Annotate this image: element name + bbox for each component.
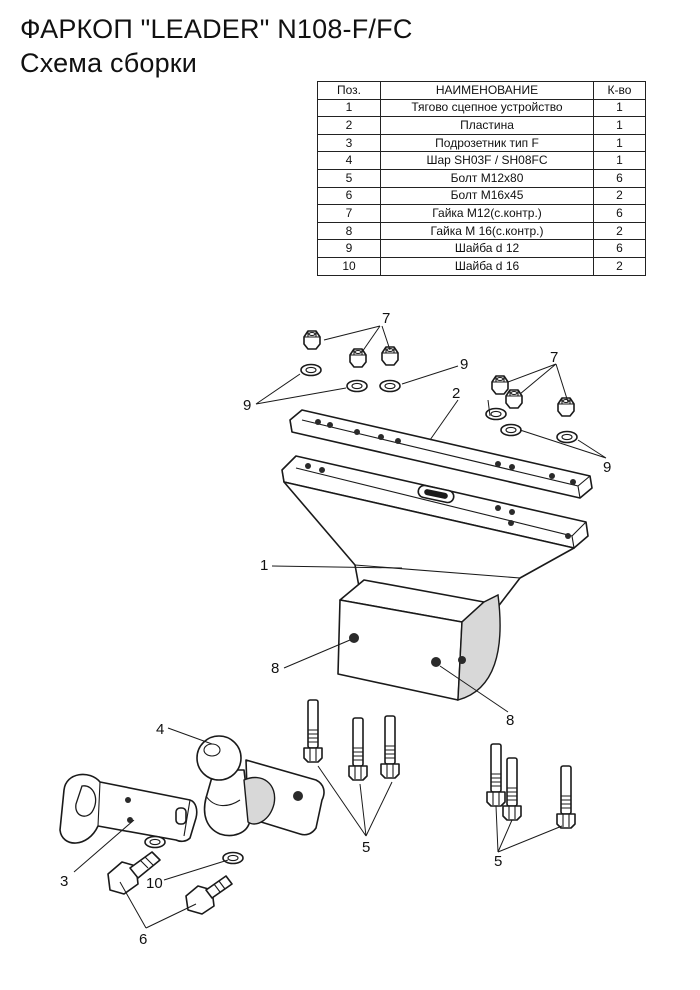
washer-d16-icon: [222, 851, 244, 865]
washer-d12-icon: [300, 363, 322, 377]
callout-washer-d16: 10: [146, 875, 163, 892]
washer-d12-icon: [556, 430, 578, 444]
washer-d12-icon: [500, 423, 522, 437]
bolt-m12-icon: [303, 699, 323, 763]
bolt-m12-icon: [486, 743, 506, 807]
document-title: ФАРКОП "LEADER" N108-F/FC Схема сборки: [20, 12, 413, 80]
callout-washers-left: 9: [243, 397, 251, 414]
nut-m12-icon: [505, 389, 523, 409]
bolt-m16-icon: [185, 875, 233, 915]
tow-ball-icon: [196, 735, 325, 837]
cell-name: Болт М12x80: [380, 168, 594, 188]
title-line-2: Схема сборки: [20, 48, 198, 78]
bolt-m12-icon: [380, 715, 400, 779]
cell-quantity: 6: [593, 168, 646, 188]
cell-name: Шар SH03F / SH08FC: [380, 151, 594, 170]
callout-washers-right: 9: [603, 459, 611, 476]
hitch-body-icon: [281, 455, 589, 701]
callout-nut-hole-left: 8: [271, 660, 279, 677]
callout-socket-bracket: 3: [60, 873, 68, 890]
cell-name: Шайба d 16: [380, 256, 594, 276]
callout-bolts-right-group: 5: [494, 853, 502, 870]
callout-plate: 2: [452, 385, 460, 402]
cell-quantity: 2: [593, 256, 646, 276]
washer-d12-icon: [379, 379, 401, 393]
cell-name: Пластина: [380, 116, 594, 135]
callout-ball: 4: [156, 721, 164, 738]
header-position: Поз.: [317, 81, 381, 100]
nut-m12-icon: [557, 397, 575, 417]
callout-bolts-left-group: 5: [362, 839, 370, 856]
table-header-row: Поз. НАИМЕНОВАНИЕ К-во: [317, 81, 646, 100]
callout-bolts-m16: 6: [139, 931, 147, 948]
washer-d16-icon: [144, 835, 166, 849]
callout-nut-hole-right: 8: [506, 712, 514, 729]
cell-name: Шайба d 12: [380, 239, 594, 258]
title-line-1: ФАРКОП "LEADER" N108-F/FC: [20, 14, 413, 44]
bolt-m16-icon: [107, 851, 161, 895]
bolt-m12-icon: [556, 765, 576, 829]
plate-icon: [289, 409, 593, 499]
socket-bracket-icon: [59, 773, 198, 844]
nut-m12-icon: [491, 375, 509, 395]
nut-m12-icon: [349, 348, 367, 368]
callout-nuts-right: 7: [550, 349, 558, 366]
bolt-m12-icon: [502, 757, 522, 821]
leader-lines: [73, 325, 607, 929]
cell-name: Болт М16x45: [380, 186, 594, 206]
callout-hitch: 1: [260, 557, 268, 574]
washer-d12-icon: [346, 379, 368, 393]
callout-nuts-left: 7: [382, 310, 390, 327]
callout-washers-mid: 9: [460, 356, 468, 373]
nut-m12-icon: [303, 330, 321, 350]
bolt-m12-icon: [348, 717, 368, 781]
